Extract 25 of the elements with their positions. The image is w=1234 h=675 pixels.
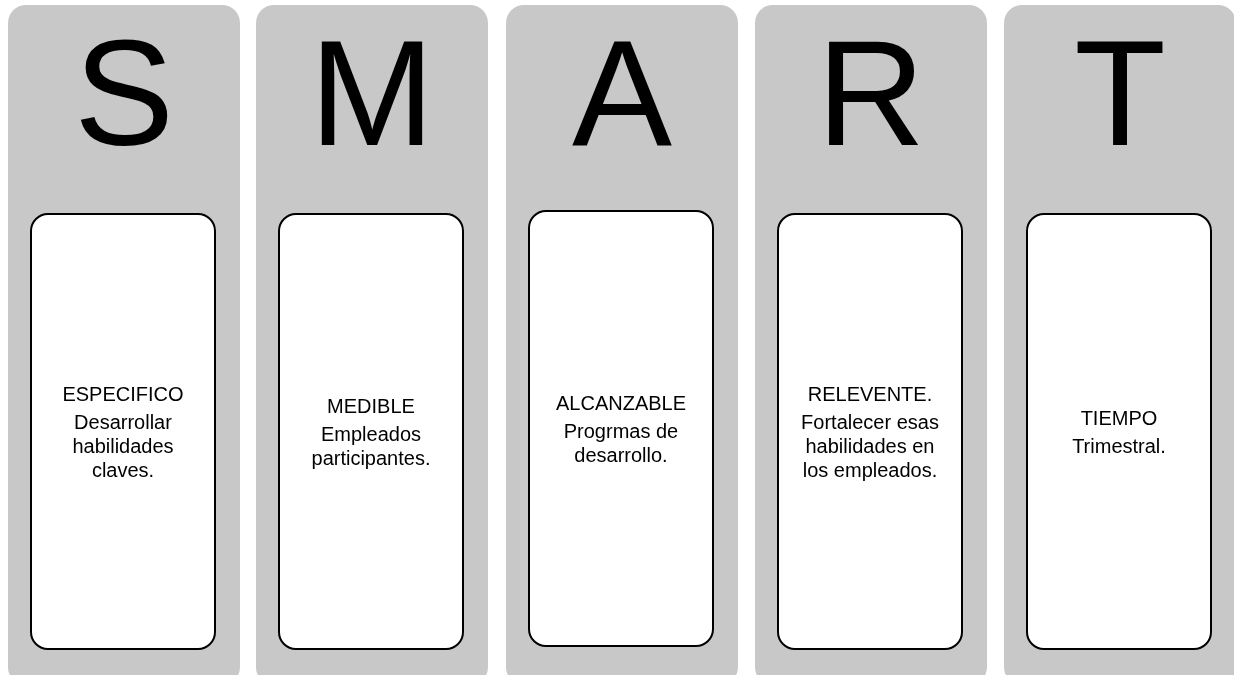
text-card: [777, 213, 963, 650]
card-text: Empleados participantes.: [310, 421, 432, 470]
column-panel: [1004, 5, 1234, 675]
column-panel: [256, 5, 488, 675]
card-heading: MEDIBLE: [327, 393, 415, 418]
column-letter: R: [815, 13, 927, 173]
column-panel: [506, 5, 738, 675]
card-text: Progrmas de desarrollo.: [562, 418, 680, 467]
column-panel: [755, 5, 987, 675]
card-heading: ESPECIFICO: [62, 381, 184, 406]
card-text: Trimestral.: [1072, 433, 1166, 458]
text-card: [528, 210, 714, 647]
card-heading: TIEMPO: [1080, 405, 1158, 430]
card-text: Fortalecer esas habilidades en los empleados.: [800, 409, 940, 482]
card-heading: ALCANZABLE: [555, 390, 687, 415]
column-letter: M: [308, 13, 436, 173]
text-card: [30, 213, 216, 650]
text-card: [278, 213, 464, 650]
card-text: Desarrollar habilidades claves.: [71, 409, 175, 482]
column-letter: A: [570, 13, 674, 173]
column-letter: T: [1073, 13, 1167, 173]
column-panel: [8, 5, 240, 675]
column-letter: S: [72, 13, 176, 173]
text-card: [1026, 213, 1212, 650]
card-heading: RELEVENTE.: [807, 381, 933, 406]
